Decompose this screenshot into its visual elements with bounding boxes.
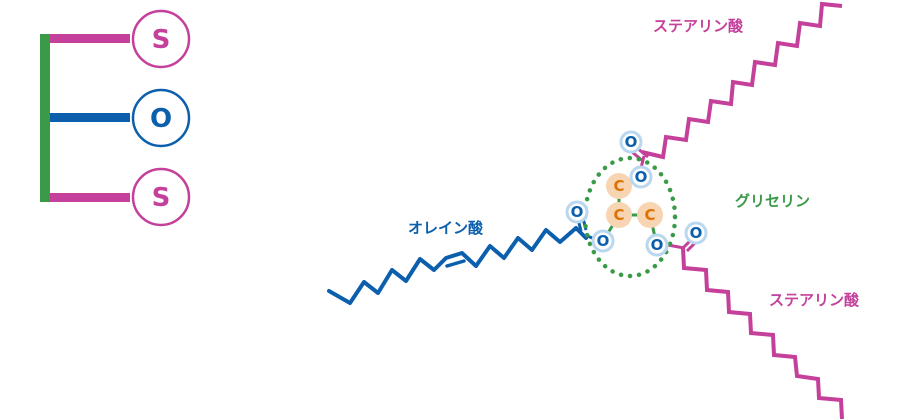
atom-label: O bbox=[651, 236, 664, 254]
stearic-chain-bottom bbox=[681, 247, 844, 420]
label-oleic: オレイン酸 bbox=[408, 219, 484, 237]
carbon-atom-1: C bbox=[606, 173, 632, 199]
oleic-bar bbox=[50, 113, 130, 122]
atom-label: O bbox=[635, 168, 648, 186]
oxygen-atom-carbonyl-oleic: O bbox=[565, 200, 589, 224]
glycerol-backbone-bar bbox=[40, 34, 50, 202]
stearic-chain-top bbox=[641, 1, 843, 160]
oxygen-atom-carbonyl-top: O bbox=[619, 130, 643, 154]
oxygen-atom-carbonyl-bottom: O bbox=[684, 221, 708, 245]
carbon-atom-2: C bbox=[606, 202, 632, 228]
legend-circle-s-bottom: S bbox=[131, 167, 191, 227]
oleic-double-bond bbox=[445, 259, 466, 268]
atom-label: C bbox=[613, 177, 624, 195]
oxygen-atom-ester-bottom: O bbox=[645, 233, 669, 257]
stearic-bar-bottom bbox=[50, 193, 130, 202]
label-stearic-top: ステアリン酸 bbox=[653, 17, 744, 35]
legend-letter: S bbox=[152, 183, 171, 213]
stearic-bar-top bbox=[50, 34, 130, 43]
sos-legend: S O S bbox=[40, 9, 191, 227]
atom-label: C bbox=[644, 206, 655, 224]
atom-label: O bbox=[597, 232, 610, 250]
label-stearic-bottom: ステアリン酸 bbox=[769, 291, 860, 309]
carbon-atom-3: C bbox=[637, 202, 663, 228]
oleic-chain bbox=[327, 226, 588, 305]
legend-letter: O bbox=[150, 104, 172, 134]
oxygen-atom-ester-top: O bbox=[629, 165, 653, 189]
oxygen-atom-ester-oleic: O bbox=[591, 229, 615, 253]
atom-label: O bbox=[625, 133, 638, 151]
legend-letter: S bbox=[152, 25, 171, 55]
atom-label: C bbox=[613, 206, 624, 224]
label-glycerol: グリセリン bbox=[735, 192, 810, 210]
atom-label: O bbox=[571, 203, 584, 221]
atom-label: O bbox=[690, 224, 703, 242]
legend-circle-s-top: S bbox=[131, 9, 191, 69]
legend-circle-o: O bbox=[131, 88, 191, 148]
